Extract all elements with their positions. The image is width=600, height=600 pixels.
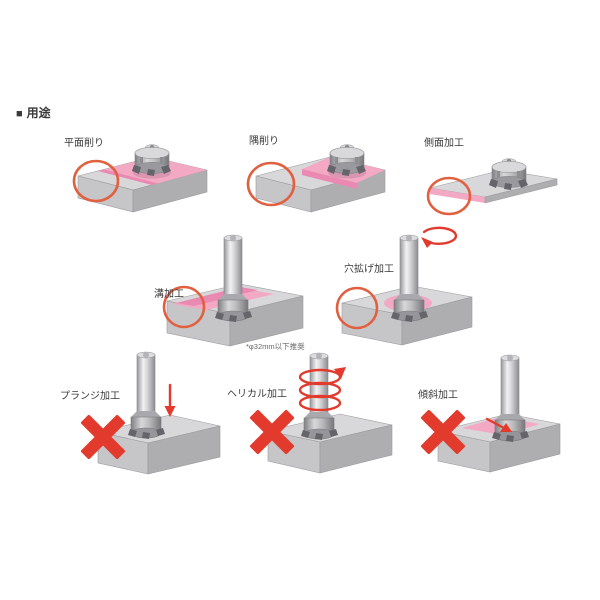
cutter-tool: [131, 144, 172, 177]
ramp-arrow-icon: [485, 417, 512, 432]
label-side-milling: 側面加工: [424, 138, 464, 149]
machined-surface: [430, 188, 485, 203]
allowed-circle-icon: [426, 176, 472, 216]
cutter-tool: [214, 234, 253, 323]
section-header: ■用途: [16, 104, 51, 121]
label-corner-milling: 隅削り: [249, 136, 279, 147]
illustration-slot-milling: [162, 234, 304, 347]
rotation-arrow-icon: [421, 226, 458, 248]
helical-arrow-icon: [298, 367, 346, 412]
cutter-tool: [491, 354, 530, 443]
illustration-side-milling: [426, 158, 558, 216]
illustration-hole-enlarging: [335, 226, 473, 346]
illustration-corner-milling: [246, 144, 386, 213]
illustration-face-milling: [72, 144, 208, 213]
illustration-ramp-milling: [420, 354, 561, 473]
header-bullet-icon: ■: [16, 108, 23, 120]
label-slot-milling: 溝加工: [154, 289, 184, 300]
cutter-tool: [127, 351, 166, 440]
illustration-plunge-milling: [80, 351, 221, 475]
label-ramp-milling: 傾斜加工: [418, 390, 458, 401]
down-arrow-icon: [164, 383, 176, 417]
cutter-tool: [390, 234, 429, 323]
label-helical-milling: ヘリカル加工: [227, 389, 287, 400]
cutter-tool: [488, 158, 529, 191]
illustration-helical-milling: [249, 352, 393, 474]
allowed-circle-icon: [72, 159, 120, 203]
cutter-tool: [326, 144, 367, 177]
section-title: 用途: [26, 106, 51, 120]
workpiece: [77, 156, 208, 213]
label-hole-enlarging: 穴拡げ加工: [344, 264, 394, 275]
allowed-circle-icon: [335, 286, 379, 330]
allowed-circle-icon: [246, 161, 296, 207]
label-face-milling: 平面削り: [64, 138, 104, 149]
label-plunge-milling: プランジ加工: [60, 391, 120, 402]
allowed-circle-icon: [162, 285, 206, 329]
hole-size-note: *φ32mm以下推奨: [246, 342, 305, 351]
